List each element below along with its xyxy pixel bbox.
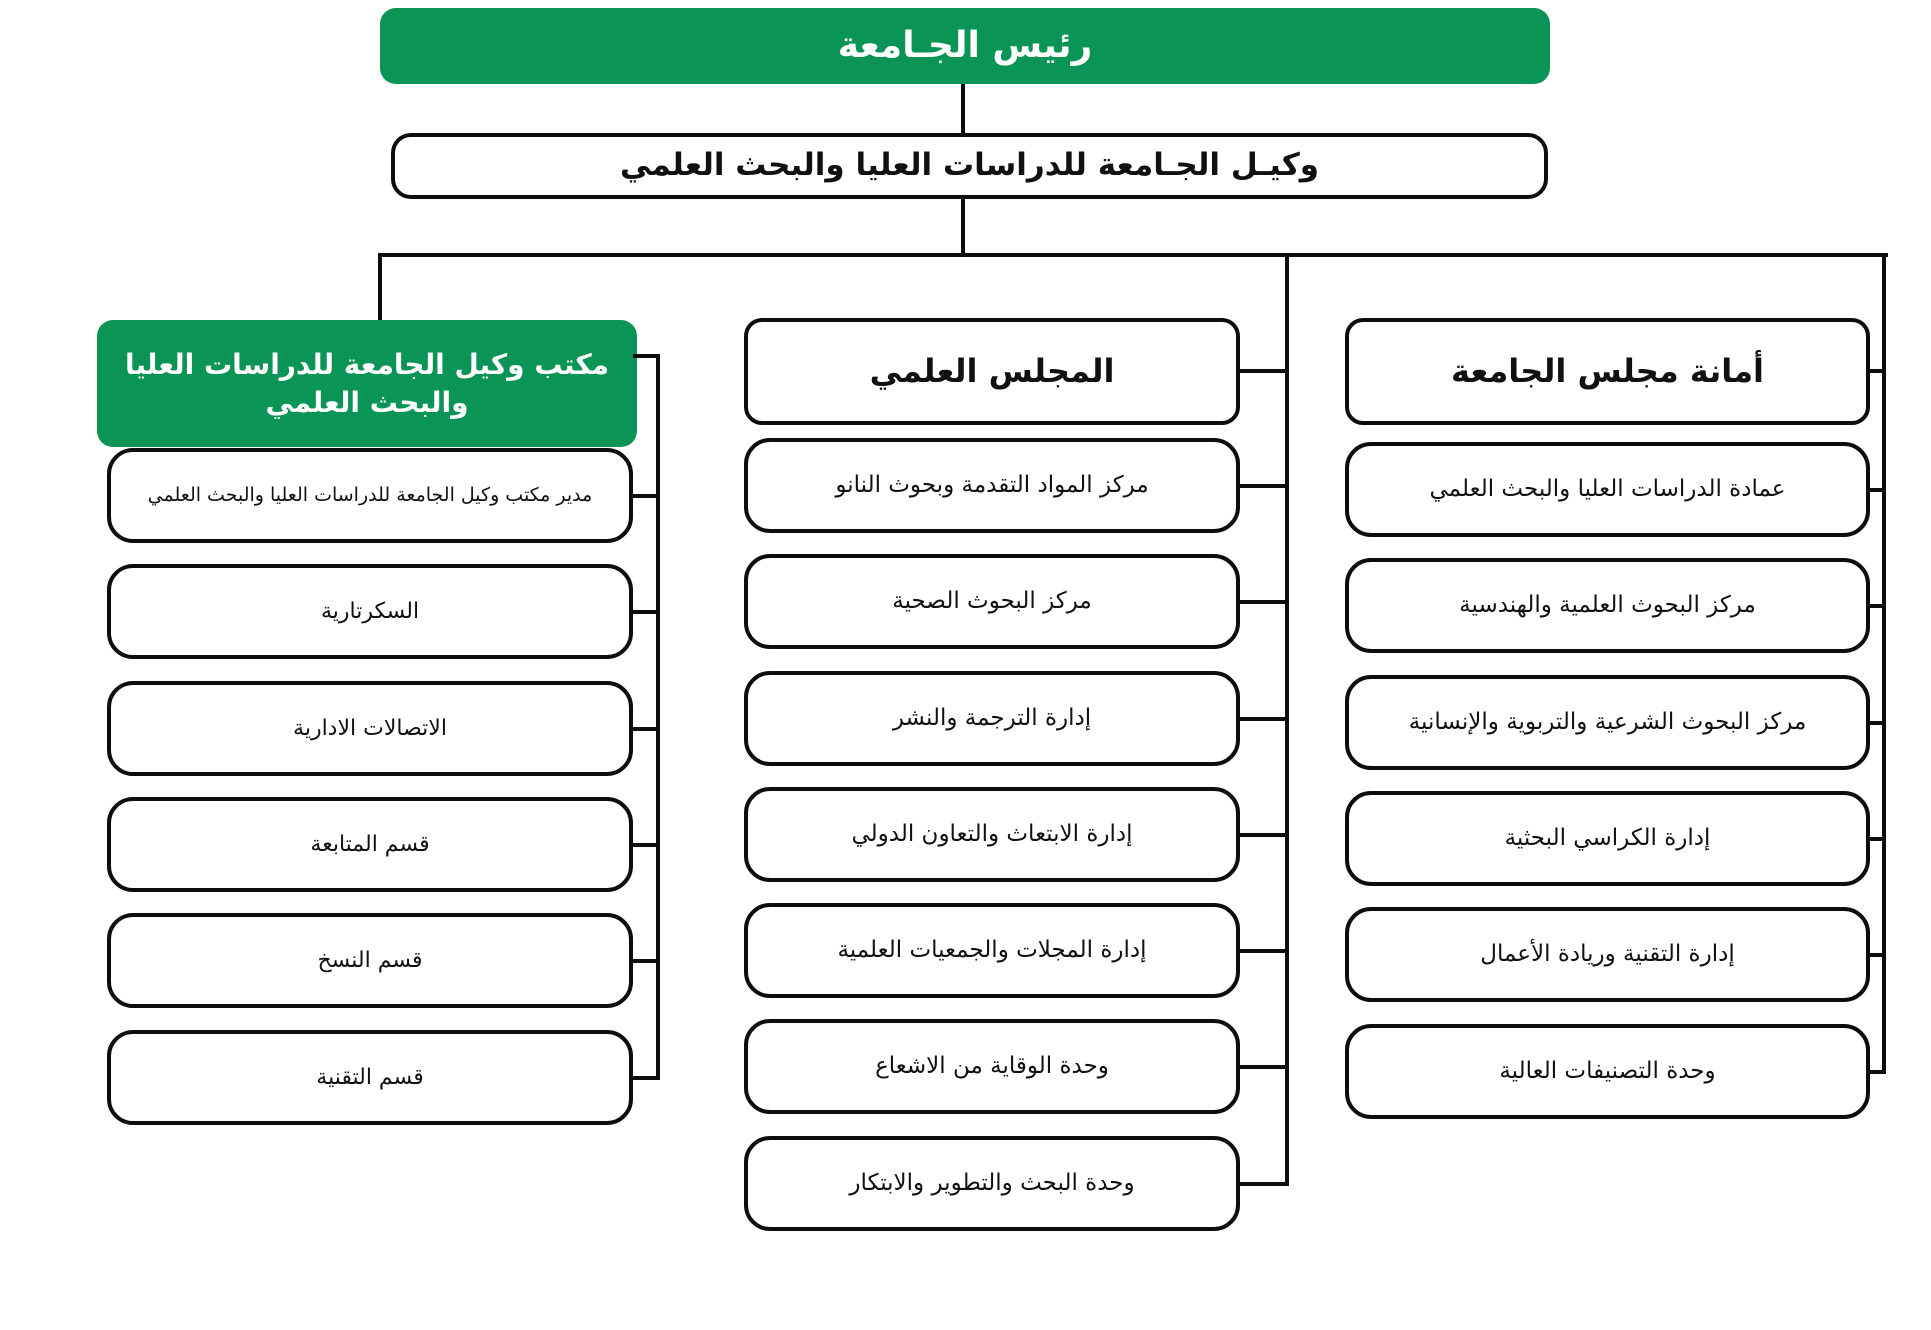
node-label: أمانة مجلس الجامعة: [1451, 351, 1765, 390]
connector-stub: [1238, 484, 1289, 488]
connector-stub: [630, 959, 660, 963]
connector-stub: [1238, 949, 1289, 953]
connector-stub: [633, 354, 660, 358]
connector-vp-to-bus: [961, 199, 965, 255]
node-research-development-innovation-unit: وحدة البحث والتطوير والابتكار: [744, 1136, 1240, 1231]
node-label: قسم التقنية: [316, 1064, 424, 1090]
node-label: إدارة التقنية وريادة الأعمال: [1480, 940, 1735, 967]
connector-stub: [1238, 833, 1289, 837]
node-research-chairs-department: إدارة الكراسي البحثية: [1345, 791, 1870, 886]
connector-stub: [1238, 600, 1289, 604]
node-university-council-secretariat-header: أمانة مجلس الجامعة: [1345, 318, 1870, 425]
node-global-rankings-unit: وحدة التصنيفات العالية: [1345, 1024, 1870, 1119]
node-health-research-center: مركز البحوث الصحية: [744, 554, 1240, 649]
connector-stub: [630, 1076, 660, 1080]
node-label: إدارة الكراسي البحثية: [1504, 824, 1711, 851]
connector-stub: [1868, 369, 1886, 373]
node-secretariat: السكرتارية: [107, 564, 633, 659]
node-label: المجلس العلمي: [869, 351, 1115, 390]
connector-stub: [1868, 721, 1886, 725]
node-label: عمادة الدراسات العليا والبحث العلمي: [1429, 475, 1786, 502]
node-technology-department: قسم التقنية: [107, 1030, 633, 1125]
node-label: قسم المتابعة: [310, 831, 430, 857]
node-scientific-engineering-research-center: مركز البحوث العلمية والهندسية: [1345, 558, 1870, 653]
node-label: مدير مكتب وكيل الجامعة للدراسات العليا و…: [147, 483, 593, 506]
connector-stub: [630, 727, 660, 731]
node-translation-publishing-department: إدارة الترجمة والنشر: [744, 671, 1240, 766]
node-administrative-communications: الاتصالات الادارية: [107, 681, 633, 776]
node-label: رئيس الجـامعة: [837, 24, 1093, 66]
node-scholarship-international-cooperation-department: إدارة الابتعاث والتعاون الدولي: [744, 787, 1240, 882]
node-label: مكتب وكيل الجامعة للدراسات العليا والبحث…: [124, 347, 610, 419]
node-deanship-graduate-studies: عمادة الدراسات العليا والبحث العلمي: [1345, 442, 1870, 537]
node-scientific-council-header: المجلس العلمي: [744, 318, 1240, 425]
connector-stub: [1868, 953, 1886, 957]
node-label: الاتصالات الادارية: [293, 715, 447, 741]
connector-spine-right-column: [1882, 253, 1886, 1074]
connector-stub: [1868, 1070, 1886, 1074]
node-radiation-protection-unit: وحدة الوقاية من الاشعاع: [744, 1019, 1240, 1114]
node-office-director: مدير مكتب وكيل الجامعة للدراسات العليا و…: [107, 448, 633, 543]
node-label: مركز البحوث العلمية والهندسية: [1459, 591, 1756, 618]
node-label: إدارة المجلات والجمعيات العلمية: [837, 936, 1147, 963]
connector-president-to-vp: [961, 84, 965, 135]
node-label: مركز البحوث الصحية: [892, 587, 1092, 614]
connector-stub: [1868, 604, 1886, 608]
node-sharia-educational-humanities-research-center: مركز البحوث الشرعية والتربوية والإنسانية: [1345, 675, 1870, 770]
connector-stub: [1238, 1182, 1289, 1186]
node-vice-president-graduate-studies: وكيـل الجـامعة للدراسات العليا والبحث ال…: [391, 133, 1548, 199]
node-advanced-materials-nano-research-center: مركز المواد التقدمة وبحوث النانو: [744, 438, 1240, 533]
connector-stub: [1238, 369, 1289, 373]
connector-stub: [630, 610, 660, 614]
connector-stub: [1868, 488, 1886, 492]
connector-stub: [1868, 837, 1886, 841]
node-label: مركز المواد التقدمة وبحوث النانو: [835, 471, 1149, 498]
node-university-president: رئيس الجـامعة: [380, 8, 1550, 84]
node-label: إدارة الابتعاث والتعاون الدولي: [851, 820, 1133, 847]
node-label: قسم النسخ: [317, 947, 423, 973]
node-label: وحدة البحث والتطوير والابتكار: [849, 1169, 1135, 1196]
connector-stub: [1238, 1065, 1289, 1069]
node-label: إدارة الترجمة والنشر: [892, 704, 1092, 731]
node-follow-up-department: قسم المتابعة: [107, 797, 633, 892]
connector-spine-left-column: [656, 354, 660, 1080]
node-vp-office-header: مكتب وكيل الجامعة للدراسات العليا والبحث…: [97, 320, 637, 447]
node-copying-department: قسم النسخ: [107, 913, 633, 1008]
node-label: وكيـل الجـامعة للدراسات العليا والبحث ال…: [619, 147, 1320, 184]
node-technology-entrepreneurship-department: إدارة التقنية وريادة الأعمال: [1345, 907, 1870, 1002]
node-label: السكرتارية: [320, 598, 420, 624]
node-label: وحدة الوقاية من الاشعاع: [875, 1052, 1109, 1079]
node-label: مركز البحوث الشرعية والتربوية والإنسانية: [1408, 708, 1807, 735]
connector-stub: [630, 843, 660, 847]
connector-stub: [1238, 717, 1289, 721]
node-journals-scientific-societies-department: إدارة المجلات والجمعيات العلمية: [744, 903, 1240, 998]
connector-main-bus: [378, 253, 1888, 257]
node-label: وحدة التصنيفات العالية: [1499, 1057, 1716, 1084]
connector-stub: [630, 494, 660, 498]
connector-drop-left-column: [378, 253, 382, 322]
